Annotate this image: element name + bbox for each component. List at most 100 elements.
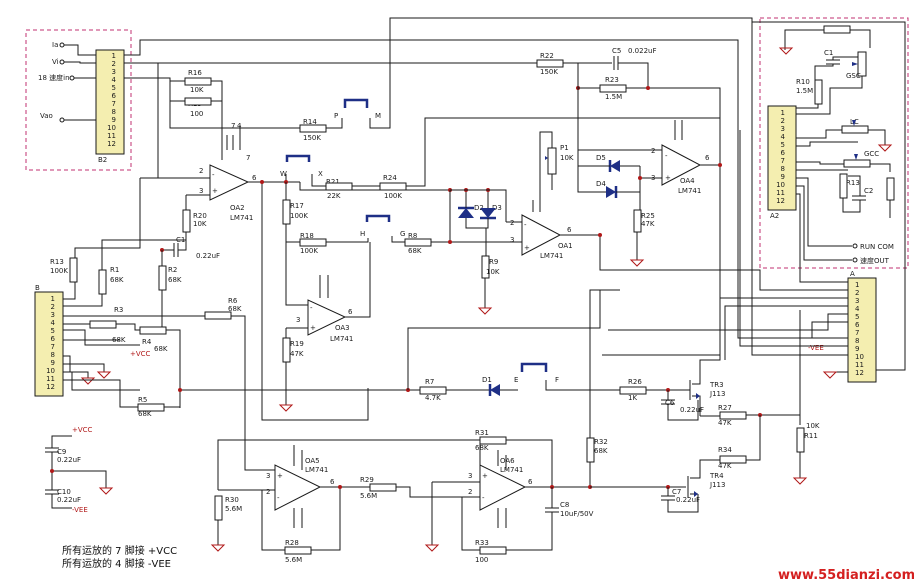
- svg-text:9: 9: [781, 173, 785, 181]
- switch-x-label: X: [318, 170, 323, 178]
- r29-name: R29: [360, 476, 374, 484]
- a2-label: A2: [770, 212, 779, 220]
- r26-name: R26: [628, 378, 642, 386]
- r20-name: R20: [193, 212, 207, 220]
- vcc-b-label: +VCC: [130, 350, 151, 358]
- svg-text:+: +: [212, 187, 218, 195]
- svg-text:4: 4: [51, 319, 56, 327]
- r9-value: 10K: [486, 268, 500, 276]
- oa2-section: R16 10K R15 100 7 - + 2 3 6 OA2 LM741 R2…: [101, 69, 300, 290]
- b2-pin-3: 3: [112, 68, 116, 76]
- oa5-part: LM741: [305, 466, 328, 474]
- oa1-section: D2 D3 - + 2 3 6 OA1 LM741 P1 10K R9 1: [299, 131, 848, 315]
- r11-value: 10K: [806, 422, 820, 430]
- svg-text:12: 12: [46, 383, 55, 391]
- svg-text:12: 12: [776, 197, 785, 205]
- r11-name: R11: [804, 432, 818, 440]
- c8-value: 10uF/50V: [560, 510, 594, 518]
- svg-text:10: 10: [776, 181, 785, 189]
- input-section: R13 100K C1 0.22uF R1 68K R2 68K R3 68K …: [50, 178, 420, 471]
- b2-pin-10: 10: [107, 124, 116, 132]
- r13-name: R13: [50, 258, 64, 266]
- svg-text:5: 5: [51, 327, 55, 335]
- switch-h-label: H: [360, 230, 365, 238]
- d1-label: D1: [482, 376, 492, 384]
- switch-m-label: M: [375, 112, 381, 120]
- switch-f-label: F: [555, 376, 559, 384]
- c9-value: 0.22uF: [57, 456, 81, 464]
- a-pin-labels: 1 2 3 4 5 6 7 8 9 10 11 12: [855, 281, 864, 377]
- svg-text:7: 7: [231, 122, 235, 130]
- r31-name: R31: [475, 429, 489, 437]
- svg-text:3: 3: [266, 472, 270, 480]
- r14-section: R14 150K P M: [299, 17, 848, 356]
- svg-text:6: 6: [855, 321, 860, 329]
- r8-name: R8: [408, 232, 417, 240]
- svg-text:7: 7: [855, 329, 859, 337]
- svg-text:6: 6: [51, 335, 56, 343]
- svg-text:2: 2: [266, 488, 270, 496]
- r14-value: 150K: [303, 134, 321, 142]
- r17-name: R17: [290, 202, 304, 210]
- r19-value: 47K: [290, 350, 304, 358]
- r16-name: R16: [188, 69, 202, 77]
- d2-label: D2: [474, 204, 484, 212]
- b2-pin-12: 12: [107, 140, 116, 148]
- svg-text:-: -: [482, 494, 485, 502]
- svg-text:4: 4: [855, 305, 860, 313]
- b2-pin-1: 1: [112, 52, 116, 60]
- r10-name: R10: [796, 78, 810, 86]
- oa3-name: OA3: [335, 324, 350, 332]
- svg-text:+: +: [310, 324, 316, 332]
- svg-text:2: 2: [781, 117, 785, 125]
- r5-value: 68K: [138, 410, 152, 418]
- c7-name: C7: [672, 488, 681, 496]
- svg-text:2: 2: [199, 167, 203, 175]
- svg-text:6: 6: [781, 149, 786, 157]
- a2-dashed-box: [759, 17, 909, 269]
- gsc-label: GSC: [846, 72, 861, 80]
- p1-name: P1: [560, 144, 569, 152]
- svg-text:7: 7: [51, 343, 55, 351]
- r34-value: 47K: [718, 462, 732, 470]
- svg-text:11: 11: [855, 361, 864, 369]
- oa6-part: LM741: [500, 466, 523, 474]
- r24-name: R24: [383, 174, 397, 182]
- c2-label: C2: [864, 187, 873, 195]
- b2-pin-11: 11: [107, 132, 116, 140]
- r9-name: R9: [489, 258, 498, 266]
- r21-name: R21: [326, 178, 340, 186]
- svg-text:+: +: [277, 472, 283, 480]
- note-vcc: 所有运放的 7 脚接 +VCC: [62, 546, 178, 557]
- svg-text:5: 5: [855, 313, 859, 321]
- svg-text:+: +: [524, 244, 530, 252]
- c8-name: C8: [560, 501, 569, 509]
- svg-text:3: 3: [855, 297, 859, 305]
- oa2-part: LM741: [230, 214, 253, 222]
- r16-value: 10K: [190, 86, 204, 94]
- svg-text:3: 3: [468, 472, 472, 480]
- b2-pin-8: 8: [112, 108, 116, 116]
- c10-value: 0.22uF: [57, 496, 81, 504]
- r28-name: R28: [285, 539, 299, 547]
- vi-label: Vi: [52, 58, 59, 66]
- r8-value: 68K: [408, 247, 422, 255]
- svg-text:2: 2: [468, 488, 472, 496]
- vcc-label: +VCC: [72, 426, 93, 434]
- svg-text:9: 9: [51, 359, 55, 367]
- b2-pin-labels: 1 2 3 4 5 6 7 8 9 10 11 12: [107, 52, 116, 148]
- r1-name: R1: [110, 266, 119, 274]
- speed-out-label: 速度OUT: [860, 256, 890, 265]
- svg-text:6: 6: [528, 478, 533, 486]
- r34-name: R34: [718, 446, 732, 454]
- svg-text:6: 6: [252, 174, 257, 182]
- b2-label: B2: [98, 156, 107, 164]
- svg-text:+: +: [665, 174, 671, 182]
- c10-name: C10: [57, 488, 71, 496]
- svg-text:10: 10: [855, 353, 864, 361]
- svg-text:3: 3: [199, 187, 203, 195]
- oa6-name: OA6: [500, 457, 515, 465]
- oa1-part: LM741: [540, 252, 563, 260]
- svg-text:6: 6: [348, 308, 353, 316]
